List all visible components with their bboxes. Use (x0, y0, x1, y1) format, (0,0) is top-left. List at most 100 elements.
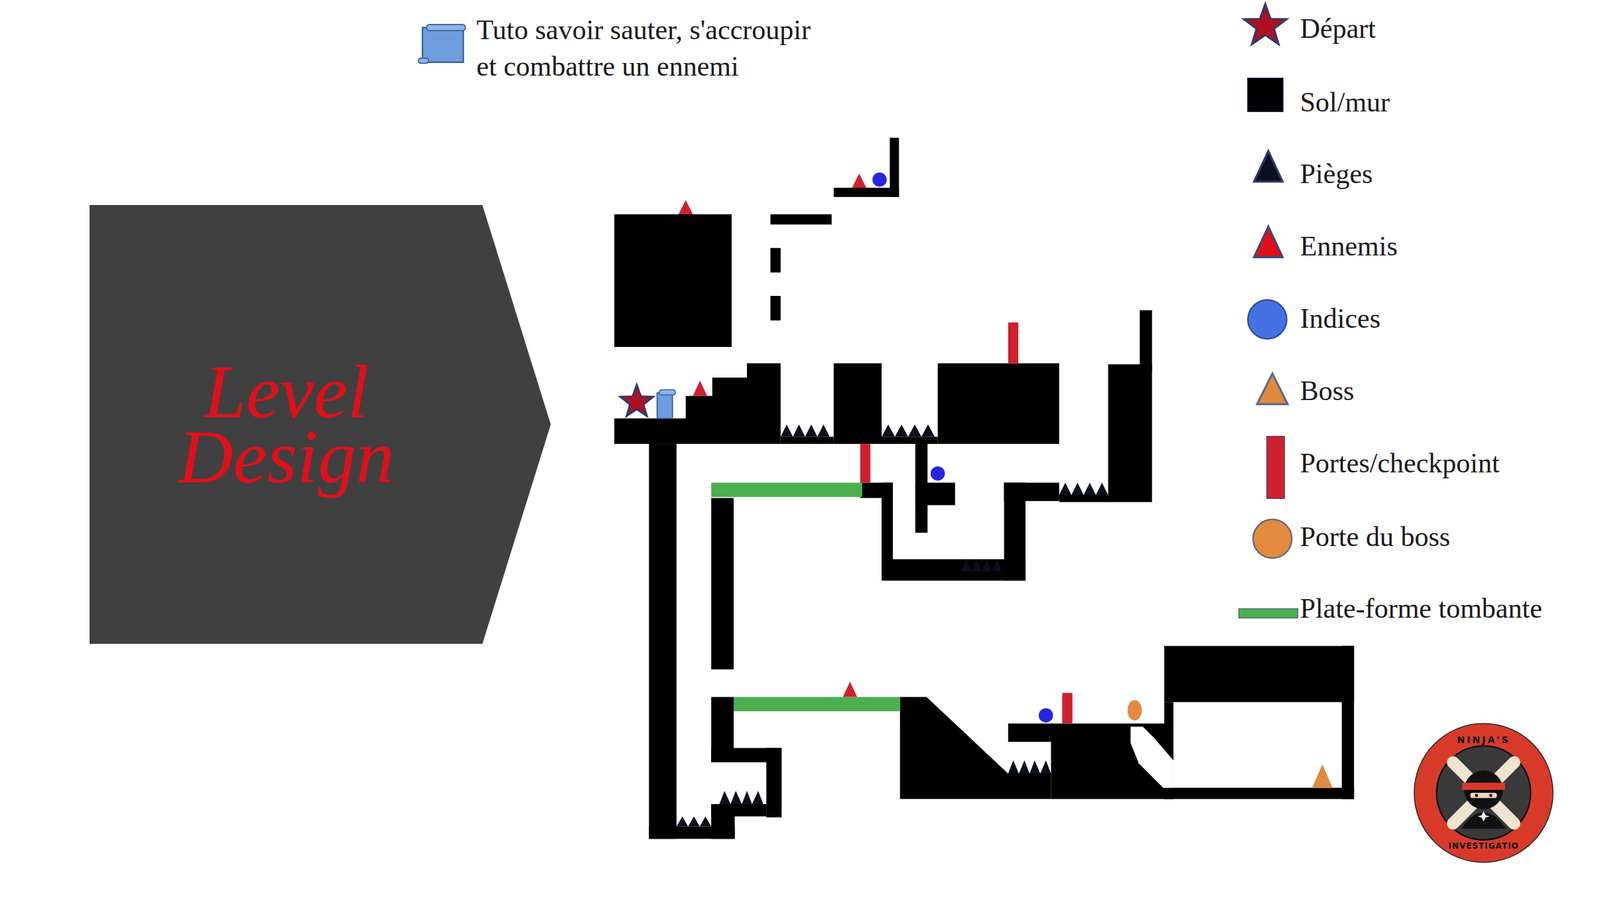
spike-traps-part (780, 424, 830, 437)
level-walls-part (833, 187, 899, 198)
level-walls-part (770, 214, 832, 225)
legend-swatch (1247, 77, 1284, 113)
ramp-passage (1130, 726, 1174, 788)
level-walls-part (614, 418, 781, 444)
arrow-shape: Level Design (89, 204, 551, 644)
legend-text: Plate-forme tombante (1300, 592, 1543, 625)
scroll-icon-part (418, 58, 429, 64)
logo-part (1489, 793, 1493, 797)
legend-icons-part (1247, 299, 1287, 339)
level-walls-part (1341, 646, 1354, 800)
level-walls-part (889, 137, 899, 198)
boss-door (1127, 699, 1143, 721)
level-title: Level Design (89, 359, 483, 490)
enemies-part (851, 173, 867, 188)
level-walls-part (915, 482, 956, 506)
spike-traps-part (719, 790, 763, 804)
clues (872, 172, 1053, 723)
spike-traps-part (1059, 482, 1109, 495)
logo-part (1470, 792, 1498, 799)
logo (1414, 723, 1553, 863)
falling-platforms-part (711, 482, 863, 498)
enemies (678, 173, 867, 697)
level-walls-part (711, 498, 734, 670)
level-walls-part (712, 377, 749, 421)
level-walls-part (1004, 482, 1060, 502)
spike-traps-part (1008, 760, 1052, 774)
spike-traps (676, 424, 1109, 827)
level-walls-part (1164, 787, 1354, 799)
logo-part (1477, 811, 1490, 822)
level-walls-part (1008, 723, 1054, 743)
start-marker (620, 384, 676, 419)
logo-part (1462, 782, 1506, 791)
checkpoints (860, 322, 1073, 724)
level-walls-part (746, 363, 781, 421)
checkpoints-part (1062, 692, 1072, 724)
spike-traps-part (961, 559, 1003, 572)
legend-text: Pièges (1300, 157, 1374, 190)
logo-part (1414, 723, 1553, 863)
level-walls-part (900, 697, 1052, 800)
legend-text: Portes/checkpoint (1300, 447, 1500, 479)
enemies-part (678, 199, 694, 215)
logo-part (1474, 793, 1478, 797)
legend-icons-part (1253, 226, 1283, 257)
level-walls-part (881, 436, 938, 444)
start-marker-part (657, 392, 673, 418)
level-walls-part (1139, 310, 1152, 372)
start-marker-part (659, 390, 676, 396)
falling-platforms-part (733, 697, 901, 712)
level-walls-part (1059, 494, 1111, 503)
clues-part (872, 172, 887, 188)
legend-swatch (1238, 608, 1298, 619)
legend-icons-part (1253, 151, 1283, 182)
level-walls-part (614, 214, 732, 347)
legend-text: Porte du boss (1300, 520, 1451, 553)
level-walls (614, 137, 1354, 840)
checkpoints-part (860, 443, 871, 483)
legend-text: Départ (1300, 12, 1376, 45)
level-walls-part (833, 363, 882, 445)
level-walls-part (881, 559, 1026, 581)
level-walls-part (685, 396, 717, 422)
level-walls-part (648, 443, 677, 839)
logo-part (1452, 762, 1514, 824)
logo-part (1452, 762, 1514, 824)
legend-icons-part (1257, 373, 1288, 404)
legend-text: Indices (1300, 302, 1381, 335)
clues-part (1038, 707, 1054, 723)
logo-part (1436, 745, 1532, 840)
legend-swatch (1266, 435, 1285, 499)
level-walls-part (1108, 364, 1153, 503)
spike-traps-part (676, 815, 712, 826)
start-marker-part (620, 384, 654, 416)
enemies-part (843, 681, 858, 697)
legend-text: Boss (1300, 374, 1355, 407)
clues-part (930, 466, 946, 481)
arrow-fill (89, 204, 551, 644)
logo-text: INVESTIGATIO (1448, 841, 1519, 851)
legend-icons (1243, 3, 1292, 558)
level-walls-part (770, 295, 781, 321)
legend-text: Sol/mur (1300, 86, 1390, 119)
level-walls-part (766, 747, 782, 818)
level-walls-part (1164, 646, 1354, 703)
legend-icons-part (1243, 3, 1287, 44)
spike-traps-part (881, 424, 935, 437)
boss (1312, 764, 1333, 788)
level-walls-part (1050, 723, 1174, 800)
legend-icons-part (1253, 519, 1292, 558)
falling-platforms (711, 482, 901, 712)
level-walls-part (711, 803, 735, 839)
level-walls-part (937, 363, 1060, 445)
checkpoints-part (1008, 322, 1019, 364)
tutorial-note: Tuto savoir sauter, s'accroupir et comba… (476, 11, 827, 85)
enemies-part (692, 380, 708, 397)
level-walls-part (770, 248, 781, 273)
legend-text: Ennemis (1300, 230, 1398, 263)
scroll-icon (418, 24, 466, 64)
scroll-icon-part (422, 27, 464, 63)
scroll-icon-part (426, 24, 466, 31)
level-walls-part (780, 436, 834, 444)
